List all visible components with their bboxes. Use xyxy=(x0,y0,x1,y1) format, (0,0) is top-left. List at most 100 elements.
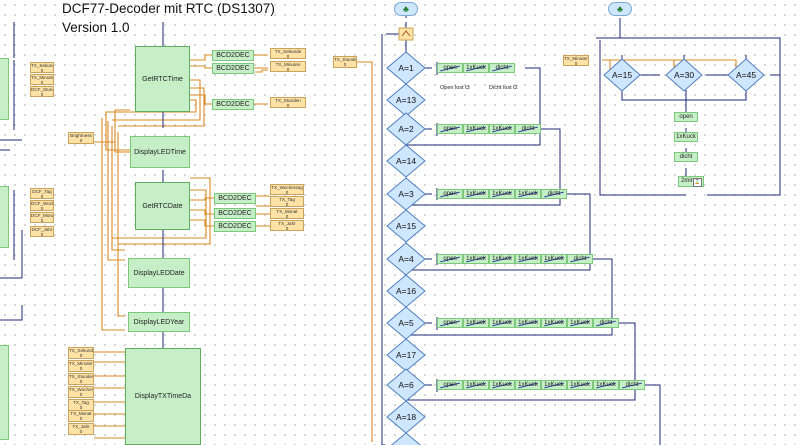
branch-step-kuck[interactable]: 1xKuck xyxy=(541,254,567,264)
step-label: dicht xyxy=(573,256,587,262)
branch-step-dicht[interactable]: dicht xyxy=(567,254,593,264)
branch-step-kuck[interactable]: 1xKuck xyxy=(463,124,489,134)
quarter-step[interactable]: dicht xyxy=(674,152,698,162)
branch-step-kuck[interactable]: 1xKuck xyxy=(515,380,541,390)
bcd2dec-block[interactable]: BCD2DEC xyxy=(212,50,254,61)
var-name: TX_Stunden xyxy=(69,374,93,379)
branch-step-open[interactable]: open xyxy=(437,124,463,134)
branch-step-kuck[interactable]: 1xKuck xyxy=(463,63,489,73)
macro-label: DisplayLEDYear xyxy=(133,318,185,326)
branch-step-dicht[interactable]: dicht xyxy=(515,124,541,134)
branch-step-kuck[interactable]: 1xKuck xyxy=(489,189,515,199)
branch-step-kuck[interactable]: 1xKuck xyxy=(489,254,515,264)
quarter-step[interactable]: open xyxy=(674,112,698,122)
branch-step-kuck[interactable]: 1xKuck xyxy=(489,380,515,390)
tx-stunden-variable[interactable]: TX_Stunden 0 xyxy=(333,56,357,68)
var-name: TX_Minuten xyxy=(69,361,93,366)
display-led-date-macro[interactable]: DisplayLEDDate xyxy=(128,258,190,288)
step-label: open xyxy=(443,65,457,71)
bcd2dec-block[interactable]: BCD2DEC xyxy=(212,63,254,74)
branch-step-kuck[interactable]: 1xKuck xyxy=(463,254,489,264)
branch-step-open[interactable]: open xyxy=(437,63,463,73)
var-value: 0 xyxy=(79,366,83,371)
branch-step-dicht[interactable]: dicht xyxy=(619,380,645,390)
decision-label: A=6 xyxy=(398,380,414,390)
branch-step-kuck[interactable]: 1xKuck xyxy=(567,318,593,328)
var-value: 0 xyxy=(286,54,290,59)
step-label: 1xKuck xyxy=(570,320,590,326)
bcd2dec-block[interactable]: BCD2DEC xyxy=(214,221,256,232)
branch-step-open[interactable]: open xyxy=(437,254,463,264)
branch-step-kuck[interactable]: 1xKuck xyxy=(541,318,567,328)
delay-block[interactable]: 2min⌛ xyxy=(678,176,704,187)
branch-step-kuck[interactable]: 1xKuck xyxy=(463,318,489,328)
var-value: 0 xyxy=(79,416,83,421)
bcd2dec-block[interactable]: BCD2DEC xyxy=(212,99,254,110)
branch-step-kuck[interactable]: 1xKuck xyxy=(463,189,489,199)
get-rtc-date-macro[interactable]: GetRTCDate xyxy=(135,182,190,230)
quarter-step[interactable]: 1xKuck xyxy=(674,132,698,142)
var-value: 0 xyxy=(79,379,83,384)
var-value: 0 xyxy=(40,194,44,199)
branch-step-kuck[interactable]: 1xKuck xyxy=(515,254,541,264)
var-value: 0 xyxy=(40,68,44,73)
step-label: 1xKuck xyxy=(466,191,486,197)
bcd2dec-block[interactable]: BCD2DEC xyxy=(214,208,256,219)
display-tx-time-macro[interactable]: DisplayTXTimeDa xyxy=(125,348,201,445)
branch-step-kuck[interactable]: 1xKuck xyxy=(489,124,515,134)
var-name: TX_Minuten xyxy=(31,75,53,80)
branch-step-kuck[interactable]: 1xKuck xyxy=(541,380,567,390)
left-edge-block[interactable] xyxy=(0,58,9,120)
left-edge-block[interactable] xyxy=(0,345,9,440)
branch-step-kuck[interactable]: 1xKuck xyxy=(593,380,619,390)
branch-step-open[interactable]: open xyxy=(437,189,463,199)
branch-step-open[interactable]: open xyxy=(437,380,463,390)
bcd2dec-block[interactable]: BCD2DEC xyxy=(214,193,256,204)
left-edge-block[interactable] xyxy=(0,186,9,248)
branch-step-kuck[interactable]: 1xKuck xyxy=(463,380,489,390)
macro-label: DisplayLEDDate xyxy=(133,269,185,277)
branch-step-dicht[interactable]: dicht xyxy=(541,189,567,199)
diagram-version: Version 1.0 xyxy=(62,20,130,35)
var-value: 0 xyxy=(79,353,83,358)
display-led-time-macro[interactable]: DisplayLEDTime xyxy=(130,136,190,168)
branch-step-kuck[interactable]: 1xKuck xyxy=(567,380,593,390)
branch-step-kuck[interactable]: 1xKuck xyxy=(515,189,541,199)
branch-step-dicht[interactable]: dicht xyxy=(489,63,515,73)
branch-step-open[interactable]: open xyxy=(437,318,463,328)
branch-step-dicht[interactable]: dicht xyxy=(593,318,619,328)
brightness-variable[interactable]: Brightness 0 xyxy=(68,132,94,144)
bcd2dec-label: BCD2DEC xyxy=(216,101,250,108)
step-label: dicht xyxy=(679,154,693,160)
tx-minuten-variable[interactable]: TX_Minuten 0 xyxy=(563,55,589,66)
branch-step-kuck[interactable]: 1xKuck xyxy=(489,318,515,328)
get-rtc-time-macro[interactable]: GetRTCTime xyxy=(135,46,190,112)
quarter-start-node[interactable]: ♣ xyxy=(608,2,632,16)
branch-start-node[interactable]: ♣ xyxy=(394,2,418,16)
step-label: 1xKuck xyxy=(492,191,512,197)
var-value: 0 xyxy=(286,67,290,72)
display-led-year-macro[interactable]: DisplayLEDYear xyxy=(128,312,190,332)
branch-step-kuck[interactable]: 1xKuck xyxy=(515,318,541,328)
start-icon: ♣ xyxy=(403,3,409,14)
